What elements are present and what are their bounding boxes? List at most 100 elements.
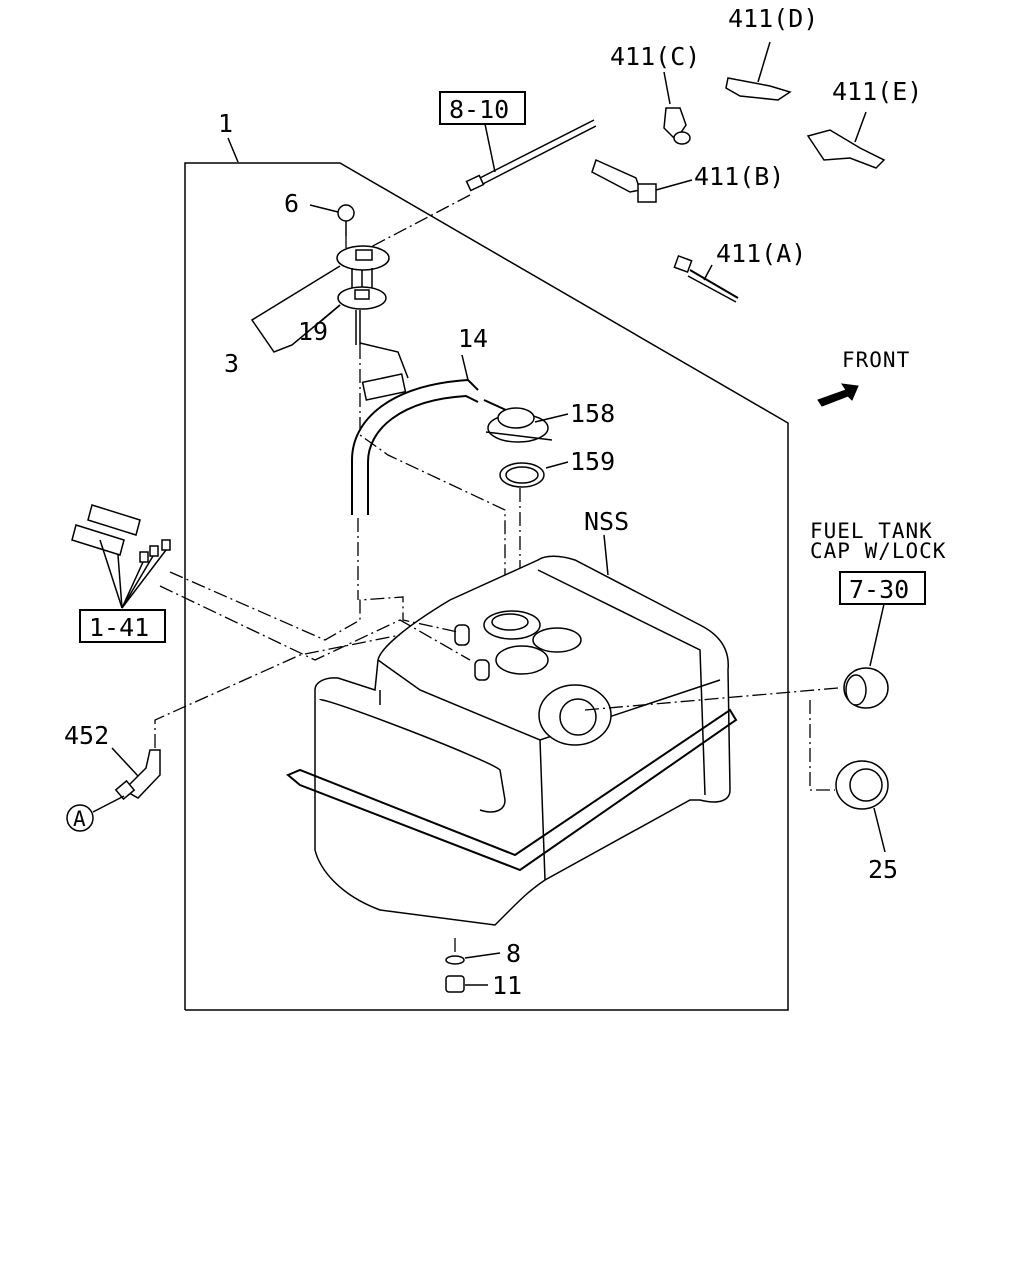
label-part-19: 19: [298, 317, 328, 346]
tank-top-face: [377, 659, 721, 741]
part-411a-head: [673, 255, 693, 273]
sender-bottom-block: [354, 289, 370, 300]
ref-box-7-30: [839, 571, 926, 605]
part-411d-clip: [725, 77, 792, 101]
label-part-411d: 411(D): [728, 4, 818, 33]
leader-circle-a: [92, 795, 125, 813]
dashline-452: [154, 634, 401, 748]
part-411b-clip: [637, 183, 657, 203]
label-part-411e: 411(E): [832, 77, 922, 106]
part-411c-knob: [673, 131, 691, 145]
leader-part-158: [534, 413, 569, 423]
hose-part-14-inner: [367, 394, 479, 515]
label-part-6: 6: [284, 189, 299, 218]
label-part-411b: 411(B): [694, 162, 784, 191]
leader-part-8: [464, 952, 501, 959]
part-411e-clip: [806, 129, 886, 169]
leader-ref-7-30: [869, 603, 885, 667]
front-arrow: [817, 383, 859, 407]
label-part-411c: 411(C): [610, 42, 700, 71]
leader-part-452: [111, 747, 139, 777]
harness-connector-c: [161, 539, 171, 551]
part-159-ring-inner: [505, 466, 539, 484]
label-part-159: 159: [570, 447, 615, 476]
sender-top-block: [355, 249, 373, 261]
assembly-frame: [184, 162, 789, 1011]
label-front: FRONT: [842, 348, 910, 372]
label-fuel-cap-line2: CAP W/LOCK: [810, 539, 946, 563]
label-part-1: 1: [218, 109, 233, 138]
part-158-top: [497, 407, 535, 429]
tank-filler-neck-inner: [559, 698, 597, 736]
leader-part-411a: [703, 264, 713, 281]
part-158-flange: [485, 431, 553, 441]
leader-1-41-b: [117, 554, 123, 609]
part-11-plug: [445, 975, 465, 993]
hose-part-14: [351, 378, 479, 515]
tank-side-inner: [539, 739, 546, 881]
label-ref-7-30: 7-30: [849, 575, 909, 604]
leader-part-159: [545, 461, 569, 469]
tank-opening-main: [495, 645, 549, 675]
label-part-158: 158: [570, 399, 615, 428]
fuel-cap-front: [845, 674, 867, 706]
label-circle-a: A: [73, 807, 87, 831]
leader-part-411b: [655, 179, 693, 191]
leader-part-6: [309, 204, 339, 213]
part-25-inner: [849, 768, 883, 802]
dashline-cap-25: [809, 700, 835, 791]
harness-wire-8-10b: [474, 125, 597, 189]
leader-1-41-d: [121, 555, 154, 609]
harness-tube-2: [71, 524, 125, 556]
leader-part-411c: [663, 71, 671, 105]
tank-ridge-left: [319, 699, 506, 813]
label-part-25: 25: [868, 855, 898, 884]
part-452-elbow: [122, 749, 161, 799]
label-nss: NSS: [584, 507, 629, 536]
dashline-harness-1: [169, 571, 459, 641]
label-ref-8-10: 8-10: [449, 95, 509, 124]
leader-nss: [603, 534, 609, 576]
label-part-411a: 411(A): [716, 239, 806, 268]
leader-1-41-c: [121, 561, 144, 609]
leader-part-3: [250, 265, 341, 353]
tank-pipe-1: [454, 624, 470, 646]
leader-part-19: [319, 304, 341, 323]
part-411a-strap: [689, 269, 739, 299]
label-part-14: 14: [458, 324, 488, 353]
part-411b-body: [591, 158, 641, 193]
label-ref-1-41: 1-41: [89, 613, 149, 642]
dashline-sender: [364, 194, 471, 251]
part-452-nozzle: [114, 779, 136, 801]
leader-part-411d: [757, 41, 771, 83]
tank-opening-oval: [532, 627, 582, 653]
ref-box-8-10: [439, 91, 526, 125]
harness-connector-b: [149, 545, 159, 557]
tank-ridge-right: [537, 569, 706, 796]
leader-part-1: [227, 137, 239, 163]
harness-wire-8-10: [471, 119, 595, 183]
screw-part-6-head: [337, 204, 355, 222]
float-arm: [359, 342, 409, 379]
fuel-tank-outline: [314, 555, 731, 926]
label-part-452: 452: [64, 721, 109, 750]
label-part-11: 11: [492, 971, 522, 1000]
leader-1-41-e: [121, 549, 167, 609]
tank-opening-sender-inner: [491, 613, 529, 631]
leader-1-41-a: [99, 539, 123, 609]
circle-a-marker: [66, 804, 94, 832]
harness-connector-a: [139, 551, 149, 563]
dashline-cap: [584, 687, 839, 711]
ref-box-1-41: [79, 609, 166, 643]
leader-part-14: [461, 354, 469, 381]
leader-ref-8-10: [484, 123, 496, 173]
tank-pipe-2: [474, 659, 490, 681]
label-fuel-cap-line1: FUEL TANK: [810, 519, 933, 543]
dashline-harness-2: [159, 585, 471, 661]
part-158-pipe: [483, 399, 507, 411]
label-part-3: 3: [224, 349, 239, 378]
leader-part-25: [873, 807, 886, 853]
part-8-washer: [445, 955, 465, 965]
part-411a-strap-b: [687, 275, 737, 303]
